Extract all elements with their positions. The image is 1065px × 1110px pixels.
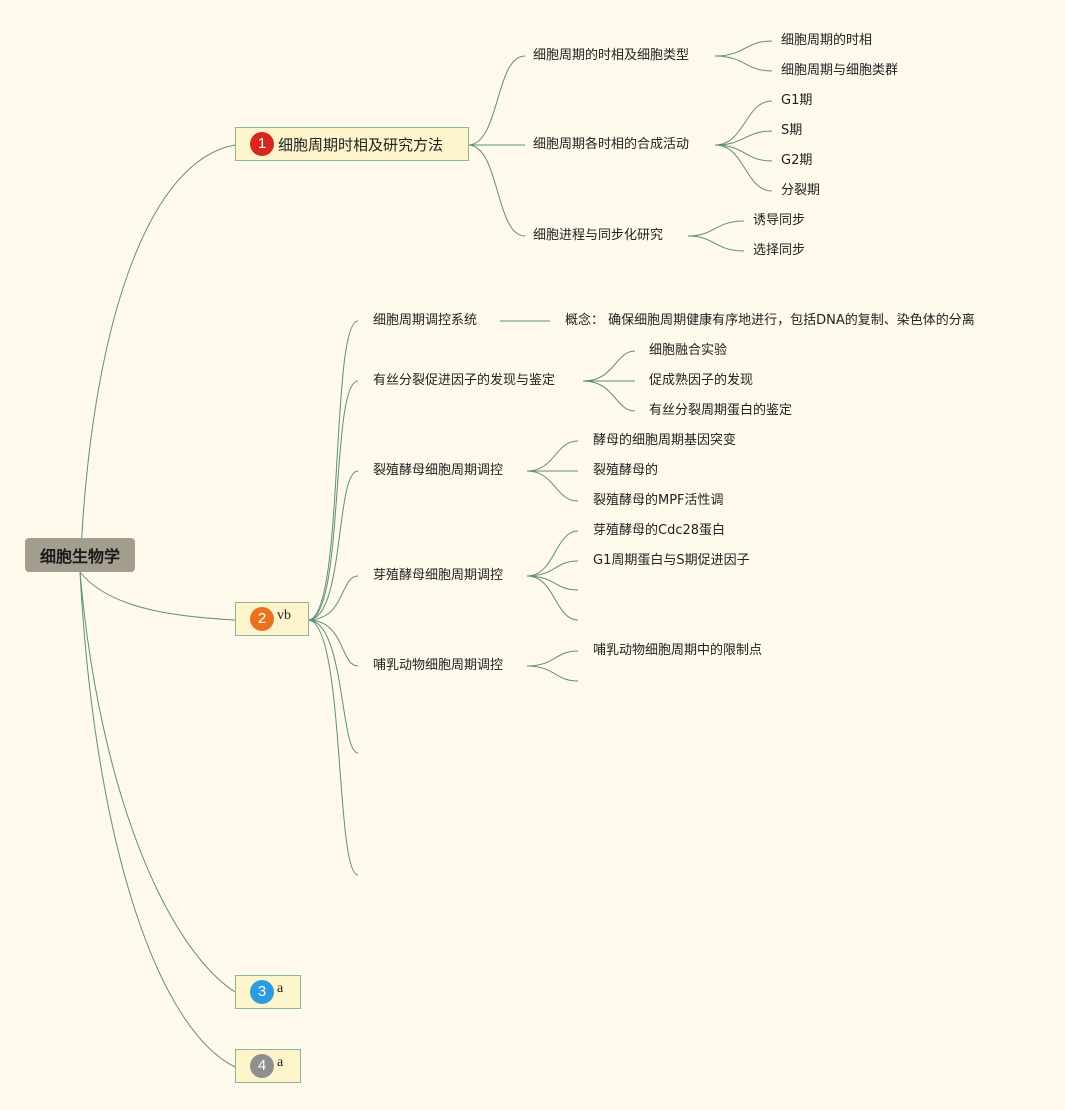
subtopic[interactable]: 裂殖酵母细胞周期调控 [373, 463, 504, 478]
link-root-topic2 [79, 571, 236, 621]
leaf-topic[interactable]: 选择同步 [753, 243, 806, 258]
leaf-topic[interactable]: S期 [781, 123, 803, 138]
leaf-topic[interactable]: 裂殖酵母的MPF活性调 [593, 493, 724, 508]
leaf-topic[interactable]: 裂殖酵母的 [593, 463, 659, 478]
leaf-topic[interactable]: 芽殖酵母的Cdc28蛋白 [593, 523, 726, 538]
priority-1-icon: 1 [250, 132, 274, 156]
priority-3-icon: 3 [250, 980, 274, 1004]
topic-4[interactable]: 4 a [235, 1049, 301, 1083]
leaf-topic[interactable]: G2期 [781, 153, 813, 168]
leaf-topic[interactable]: 哺乳动物细胞周期中的限制点 [593, 643, 763, 658]
subtopic[interactable]: 哺乳动物细胞周期调控 [373, 658, 504, 673]
topic-label: a [277, 1055, 284, 1070]
topic-2[interactable]: 2 vb [235, 602, 309, 636]
link-root-topic3 [79, 571, 236, 993]
subtopic[interactable]: 细胞周期各时相的合成活动 [533, 137, 690, 152]
leaf-topic[interactable]: G1期 [781, 93, 813, 108]
subtopic[interactable]: 有丝分裂促进因子的发现与鉴定 [373, 373, 556, 388]
leaf-topic[interactable]: 酵母的细胞周期基因突变 [593, 433, 737, 448]
topic-1[interactable]: 1 细胞周期时相及研究方法 [235, 127, 469, 161]
subtopic[interactable]: 细胞周期的时相及细胞类型 [533, 48, 690, 63]
leaf-topic[interactable]: 细胞周期的时相 [781, 33, 873, 48]
subtopic[interactable]: 芽殖酵母细胞周期调控 [373, 568, 504, 583]
subtopic[interactable]: 细胞进程与同步化研究 [533, 228, 664, 243]
leaf-topic[interactable]: 诱导同步 [753, 213, 806, 228]
leaf-topic[interactable]: 细胞周期与细胞类群 [781, 63, 899, 78]
leaf-topic[interactable]: 促成熟因子的发现 [649, 373, 754, 388]
leaf-topic[interactable]: 概念： 确保细胞周期健康有序地进行，包括DNA的复制、染色体的分离 [565, 313, 975, 328]
topic-label: 细胞周期时相及研究方法 [278, 136, 444, 154]
topic-3[interactable]: 3 a [235, 975, 301, 1009]
leaf-topic[interactable]: 细胞融合实验 [649, 343, 728, 358]
link-root-topic4 [79, 571, 236, 1068]
leaf-topic[interactable]: 有丝分裂周期蛋白的鉴定 [649, 403, 793, 418]
root-topic[interactable]: 细胞生物学 [25, 538, 135, 572]
link-root-topic1 [79, 144, 236, 573]
priority-2-icon: 2 [250, 607, 274, 631]
subtopic[interactable]: 细胞周期调控系统 [373, 313, 478, 328]
leaf-topic[interactable]: G1周期蛋白与S期促进因子 [593, 553, 750, 568]
priority-4-icon: 4 [250, 1054, 274, 1078]
leaf-topic[interactable]: 分裂期 [781, 183, 821, 198]
topic-label: vb [277, 608, 291, 623]
topic-label: a [277, 981, 284, 996]
